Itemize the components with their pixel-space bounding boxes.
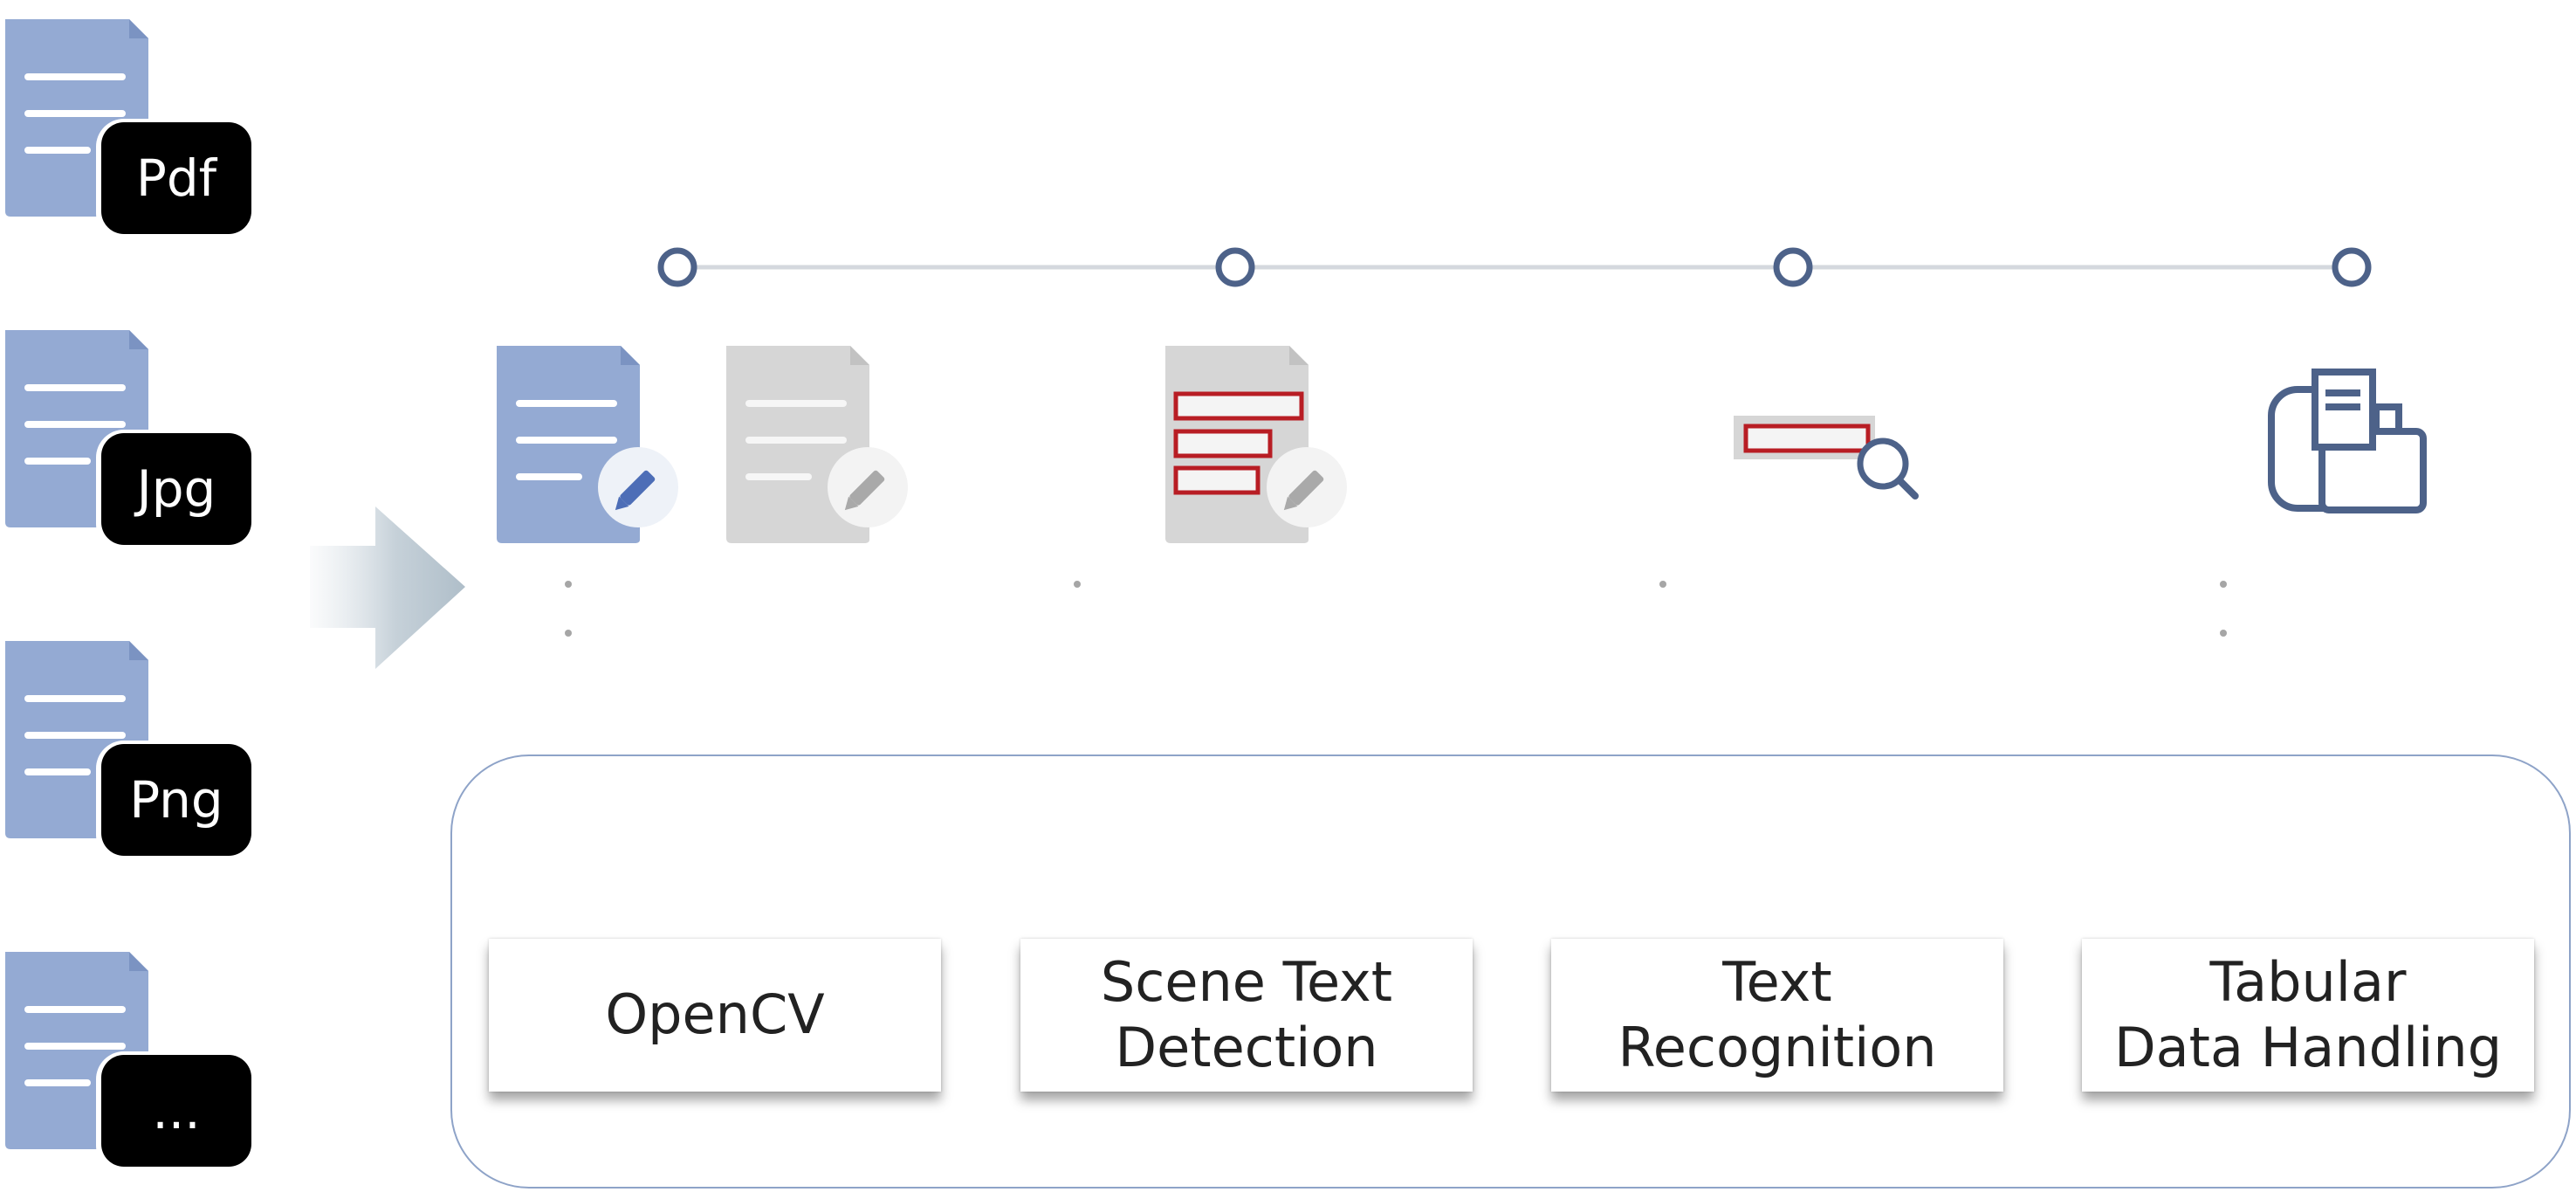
input-file-png: Png (3, 641, 260, 863)
timeline-node-1 (657, 247, 697, 287)
printer-icon (2268, 369, 2427, 513)
file-extension-badge: Jpg (101, 433, 251, 545)
modules-panel (450, 754, 2571, 1189)
timeline-node-4 (2332, 247, 2372, 287)
edit-document-icon (497, 346, 678, 543)
text-detection-icon (1165, 346, 1347, 543)
process-timeline (657, 247, 2372, 287)
input-file-pdf: Pdf (3, 19, 260, 241)
module-text-recognition: Text Recognition (1551, 939, 2003, 1092)
file-extension-badge: ... (101, 1055, 251, 1167)
input-file-other: ... (3, 952, 260, 1174)
file-extension-badge: Png (101, 744, 251, 856)
module-opencv: OpenCV (489, 939, 941, 1092)
module-scene-text-detection: Scene Text Detection (1020, 939, 1473, 1092)
text-recognition-icon (1734, 416, 1919, 500)
timeline-node-3 (1773, 247, 1813, 287)
flow-arrow-icon (310, 506, 465, 669)
edit-document-gray-icon (726, 346, 908, 543)
file-extension-badge: Pdf (101, 122, 251, 234)
input-file-jpg: Jpg (3, 330, 260, 552)
module-tabular-data-handling: Tabular Data Handling (2082, 939, 2534, 1092)
timeline-node-2 (1215, 247, 1255, 287)
